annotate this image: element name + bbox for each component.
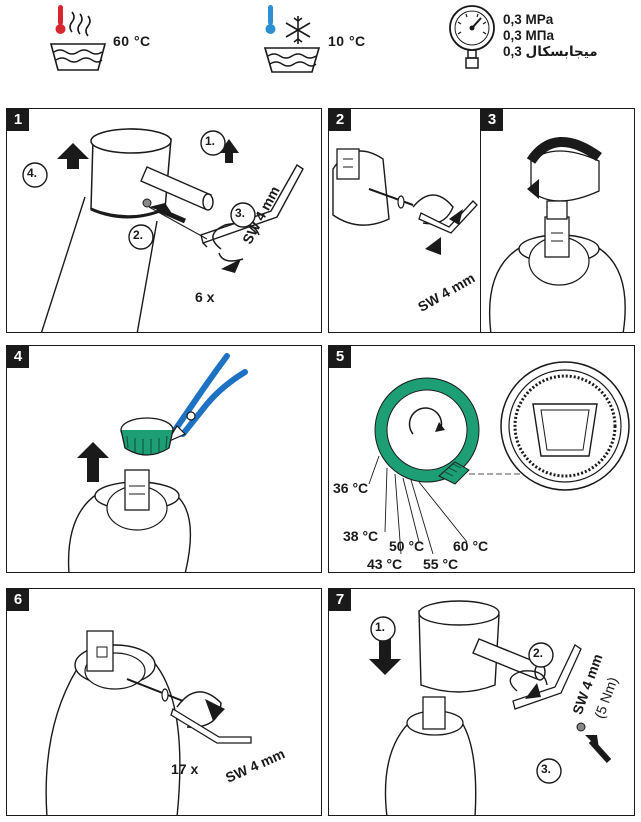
step-number: 4 <box>7 346 29 368</box>
step-number: 3 <box>481 109 503 131</box>
pressure-mpa-arabic: 0,3 ميجابسكال <box>503 44 598 59</box>
hot-water-icon <box>48 2 108 80</box>
cold-water-icon <box>262 2 322 80</box>
temp-43: 43 °C <box>367 556 403 572</box>
step-label-2: 2. <box>533 646 544 660</box>
step-number: 7 <box>329 589 351 611</box>
pressure-gauge-icon <box>446 2 502 76</box>
handle-reassembly-illustration <box>369 600 612 815</box>
step-number: 2 <box>329 109 351 131</box>
step-number: 5 <box>329 346 351 368</box>
pressure-mpa: 0,3 MPa <box>503 12 554 27</box>
cartridge-rotate-illustration <box>488 137 626 332</box>
temp-38: 38 °C <box>343 528 379 544</box>
step-panel-2: 2 SW 4 mm <box>328 108 482 333</box>
step-label-1: 1. <box>205 134 216 148</box>
pressure-mpa-cyrillic: 0,3 МПа <box>503 28 554 43</box>
faucet-handle-removal-illustration <box>22 128 304 332</box>
screw-count-label: 17 x <box>171 761 199 777</box>
step-panel-4: 4 <box>6 345 322 573</box>
temperature-ring-illustration <box>368 361 630 555</box>
step-label-1: 1. <box>375 620 386 634</box>
temp-50: 50 °C <box>389 538 425 554</box>
green-ring-removal-illustration <box>67 353 248 572</box>
step-panel-3: 3 <box>480 108 635 333</box>
step-number: 1 <box>7 109 29 131</box>
step-label-3: 3. <box>541 762 552 776</box>
hot-temperature: 60 °C <box>113 33 151 49</box>
cartridge-tighten-illustration <box>45 630 252 815</box>
step-panel-1: 1 1. 4. 2. 3. SW 4 mm 6 x <box>6 108 322 333</box>
temp-55: 55 °C <box>423 556 459 572</box>
step-label-2: 2. <box>133 228 144 242</box>
step-label-4: 4. <box>27 166 38 180</box>
step-panel-7: 7 1. 2. 3. SW 4 mm (5 Nm) <box>328 588 635 816</box>
step-panel-6: 6 17 x SW 4 mm <box>6 588 322 816</box>
cold-temperature: 10 °C <box>328 33 366 49</box>
temp-36: 36 °C <box>333 480 369 496</box>
step-number: 6 <box>7 589 29 611</box>
temp-60: 60 °C <box>453 538 489 554</box>
step-panel-5: 5 36 °C 38 °C 43 °C 50 °C 55 °C 60 °C <box>328 345 635 573</box>
step-label-3: 3. <box>235 206 246 220</box>
screw-count-label: 6 x <box>195 289 215 305</box>
pressure-values: 0,3 MPa 0,3 МПа 0,3 ميجابسكال <box>503 12 598 60</box>
cartridge-screw-illustration <box>332 148 478 255</box>
